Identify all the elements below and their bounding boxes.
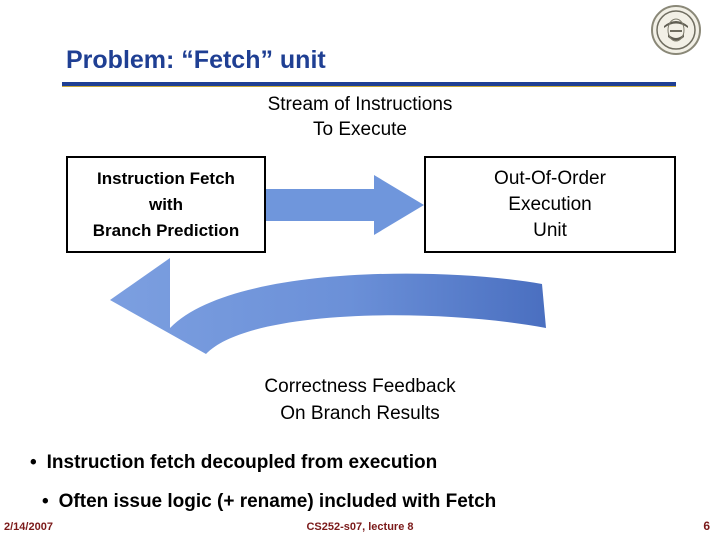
curved-feedback-arrow-icon [110,250,580,370]
ooo-line2: Execution [508,193,592,215]
bullet-item-2-label: Often issue logic (+ rename) included wi… [58,491,497,512]
ooo-line1: Out-Of-Order [494,167,606,189]
instruction-fetch-line3: Branch Prediction [92,220,240,240]
bullet-item-1-label: Instruction fetch decoupled from executi… [46,452,438,473]
instruction-fetch-box: Instruction Fetch with Branch Prediction [66,156,266,253]
bullet-marker-icon: • [30,452,37,473]
bullet-marker-icon: • [42,491,49,512]
bullet-item-1: • Instruction fetch decoupled from execut… [30,452,437,474]
footer-course-label: CS252-s07, lecture 8 [306,521,414,533]
correctness-feedback-caption: Correctness Feedback On Branch Results [0,373,720,427]
stream-caption-line1: Stream of Instructions [267,94,453,115]
out-of-order-execution-box: Out-Of-Order Execution Unit [424,156,676,253]
footer-page-number: 6 [703,519,710,533]
title-divider [62,82,676,87]
correctness-caption-line2: On Branch Results [280,403,440,424]
instruction-fetch-line2: with [148,194,183,214]
footer-date: 2/14/2007 [4,521,53,533]
correctness-caption-line1: Correctness Feedback [264,376,456,397]
university-seal-logo [650,4,702,56]
bullet-item-2: • Often issue logic (+ rename) included w… [42,491,496,513]
stream-caption-line2: To Execute [313,119,407,140]
ooo-line3: Unit [533,219,567,241]
right-block-arrow-icon [266,175,424,235]
slide-title: Problem: “Fetch” unit [66,46,326,74]
instruction-fetch-line1: Instruction Fetch [97,168,235,188]
stream-caption: Stream of Instructions To Execute [0,92,720,142]
